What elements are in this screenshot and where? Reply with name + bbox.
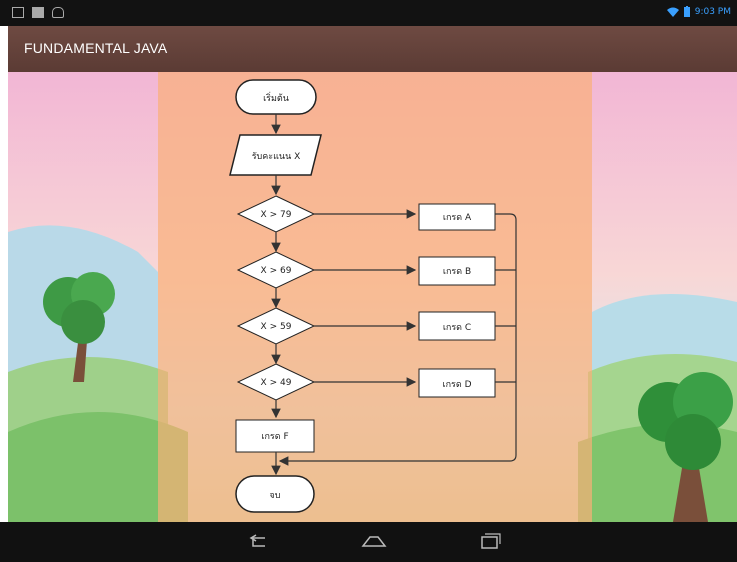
app-bar: FUNDAMENTAL JAVA <box>8 26 737 72</box>
back-icon[interactable] <box>245 528 271 554</box>
tree-right <box>638 372 733 522</box>
home-icon[interactable] <box>360 528 388 554</box>
flowchart-panel <box>158 72 592 522</box>
svg-text:X > 79: X > 79 <box>261 210 292 220</box>
navigation-bar <box>0 522 737 562</box>
decision-node: X > 49 <box>236 363 316 401</box>
svg-text:X > 49: X > 49 <box>261 378 292 388</box>
start-node: เริ่มต้น <box>235 79 317 115</box>
battery-icon <box>683 6 690 17</box>
default-grade-box: เกรด F <box>235 419 315 453</box>
svg-text:X > 59: X > 59 <box>261 322 292 332</box>
input-node: รับคะแนน X <box>229 134 322 176</box>
svg-text:เกรด B: เกรด B <box>443 267 471 277</box>
gallery-icon <box>12 7 24 18</box>
grade-flowchart: เริ่มต้น รับคะแนน X X > 79 เกรด A X > 69… <box>229 79 517 513</box>
svg-text:เกรด D: เกรด D <box>443 380 472 390</box>
svg-text:รับคะแนน X: รับคะแนน X <box>252 152 301 162</box>
grade-box: เกรด C <box>418 311 496 341</box>
video-icon <box>32 7 44 18</box>
grade-box: เกรด D <box>418 368 496 398</box>
decision-node: X > 59 <box>236 307 316 345</box>
svg-text:X > 69: X > 69 <box>261 266 292 276</box>
recents-icon[interactable] <box>476 528 502 554</box>
status-right-icons: 9:03 PM <box>666 6 731 17</box>
status-time: 9:03 PM <box>694 6 731 17</box>
status-bar: 9:03 PM <box>0 0 737 26</box>
wifi-icon <box>666 7 679 17</box>
svg-text:เกรด F: เกรด F <box>261 432 288 442</box>
decision-node: X > 79 <box>236 195 316 233</box>
decision-node: X > 69 <box>236 251 316 289</box>
svg-text:จบ: จบ <box>270 491 281 501</box>
merge-connector <box>278 213 517 466</box>
svg-text:เริ่มต้น: เริ่มต้น <box>263 91 289 104</box>
grade-box: เกรด B <box>418 256 496 286</box>
app-title: FUNDAMENTAL JAVA <box>24 40 168 56</box>
tree-left <box>43 272 115 382</box>
status-left-icons <box>12 7 64 18</box>
main-content: เริ่มต้น รับคะแนน X X > 79 เกรด A X > 69… <box>8 72 737 522</box>
svg-text:เกรด C: เกรด C <box>443 323 471 333</box>
grade-box: เกรด A <box>418 203 496 231</box>
svg-text:เกรด A: เกรด A <box>443 213 472 223</box>
android-icon <box>52 7 64 18</box>
end-node: จบ <box>235 475 315 513</box>
